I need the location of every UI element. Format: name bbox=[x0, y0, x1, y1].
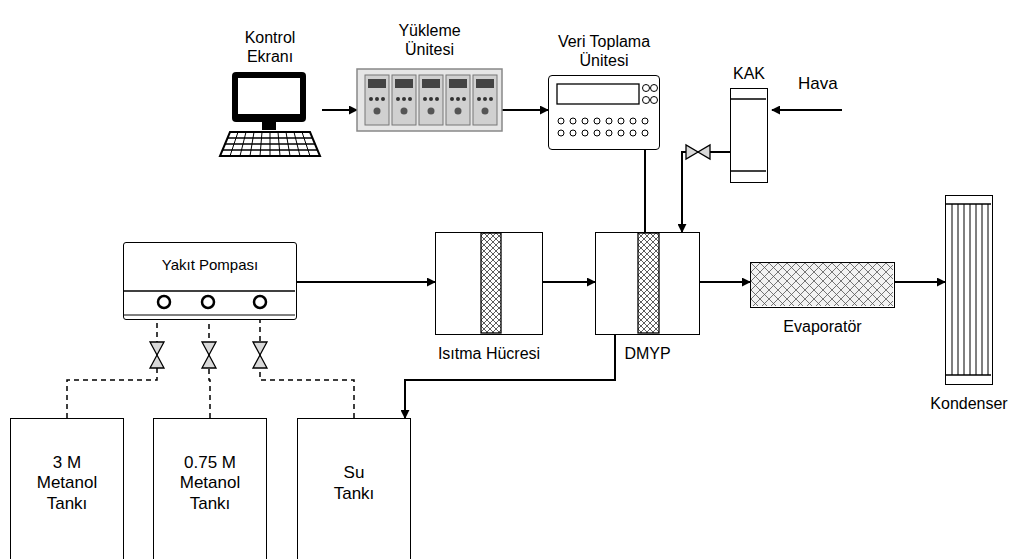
flow-arrow bbox=[895, 281, 945, 283]
dashed-feed-line bbox=[260, 320, 354, 418]
node-label: KAK bbox=[719, 64, 779, 83]
evap-graphic bbox=[751, 263, 893, 306]
evaporator: Evaporatör bbox=[750, 262, 895, 308]
pump-graphic bbox=[124, 291, 295, 315]
node-label: Su Tankı bbox=[324, 463, 384, 504]
node-graphic bbox=[731, 89, 767, 182]
node-label: Isıtma Hücresi bbox=[438, 344, 540, 363]
methanol-tank: 0.75 M Metanol Tankı bbox=[153, 418, 267, 559]
flow-arrow bbox=[700, 281, 750, 283]
node-graphic bbox=[946, 196, 992, 384]
heating-cell: Isıtma Hücresi bbox=[435, 232, 543, 335]
node-graphic bbox=[436, 233, 542, 334]
node-label: Kontrol Ekranı bbox=[224, 28, 316, 66]
kak-graphic bbox=[731, 99, 766, 171]
fuel-pump: Yakıt Pompası bbox=[123, 242, 297, 320]
dashed-feed-line bbox=[67, 320, 157, 418]
condenser: Kondenser bbox=[945, 195, 993, 385]
node-label: Veri Toplama Ünitesi bbox=[543, 32, 665, 70]
control-screen: Kontrol Ekranı bbox=[218, 72, 322, 158]
node-label: Evaporatör bbox=[783, 317, 861, 336]
flow-arrow bbox=[644, 150, 646, 232]
node-label: 0.75 M Metanol Tankı bbox=[168, 453, 252, 514]
air-inlet-arrow bbox=[772, 110, 842, 111]
node-label: DMYP bbox=[624, 344, 670, 363]
air-supply-unit: KAK bbox=[730, 88, 768, 183]
load-graphic bbox=[357, 69, 502, 131]
node-graphic bbox=[124, 243, 296, 319]
node-label: Yakıt Pompası bbox=[125, 256, 295, 274]
load-unit: Yükleme Ünitesi bbox=[357, 65, 502, 135]
flow-arrow bbox=[322, 109, 357, 111]
node-graphic bbox=[357, 65, 502, 135]
node-graphic bbox=[596, 233, 699, 334]
node-graphic bbox=[751, 263, 894, 307]
fuel-cell: DMYP bbox=[595, 232, 700, 335]
methanol-tank: 3 M Metanol Tankı bbox=[10, 418, 124, 559]
node-label: Kondenser bbox=[930, 394, 1007, 413]
flow-arrow bbox=[297, 281, 435, 283]
flow-arrow bbox=[682, 152, 730, 232]
heat-graphic bbox=[481, 233, 501, 333]
node-label: 3 M Metanol Tankı bbox=[25, 453, 109, 514]
data-acquisition-unit: Veri Toplama Ünitesi bbox=[548, 75, 660, 150]
node-graphic bbox=[549, 76, 659, 149]
flow-arrow bbox=[405, 335, 615, 418]
flow-arrow bbox=[502, 109, 548, 111]
air-label: Hava bbox=[798, 74, 838, 94]
monitor-graphic bbox=[220, 72, 320, 156]
dashed-feed-line bbox=[209, 320, 210, 418]
node-label: Yükleme Ünitesi bbox=[380, 21, 480, 59]
flow-arrow bbox=[543, 281, 595, 283]
water-tank: Su Tankı bbox=[297, 418, 411, 559]
dmyp-graphic bbox=[638, 233, 659, 333]
cond-graphic bbox=[946, 204, 991, 375]
daq-graphic bbox=[557, 84, 658, 136]
node-graphic bbox=[218, 72, 322, 158]
